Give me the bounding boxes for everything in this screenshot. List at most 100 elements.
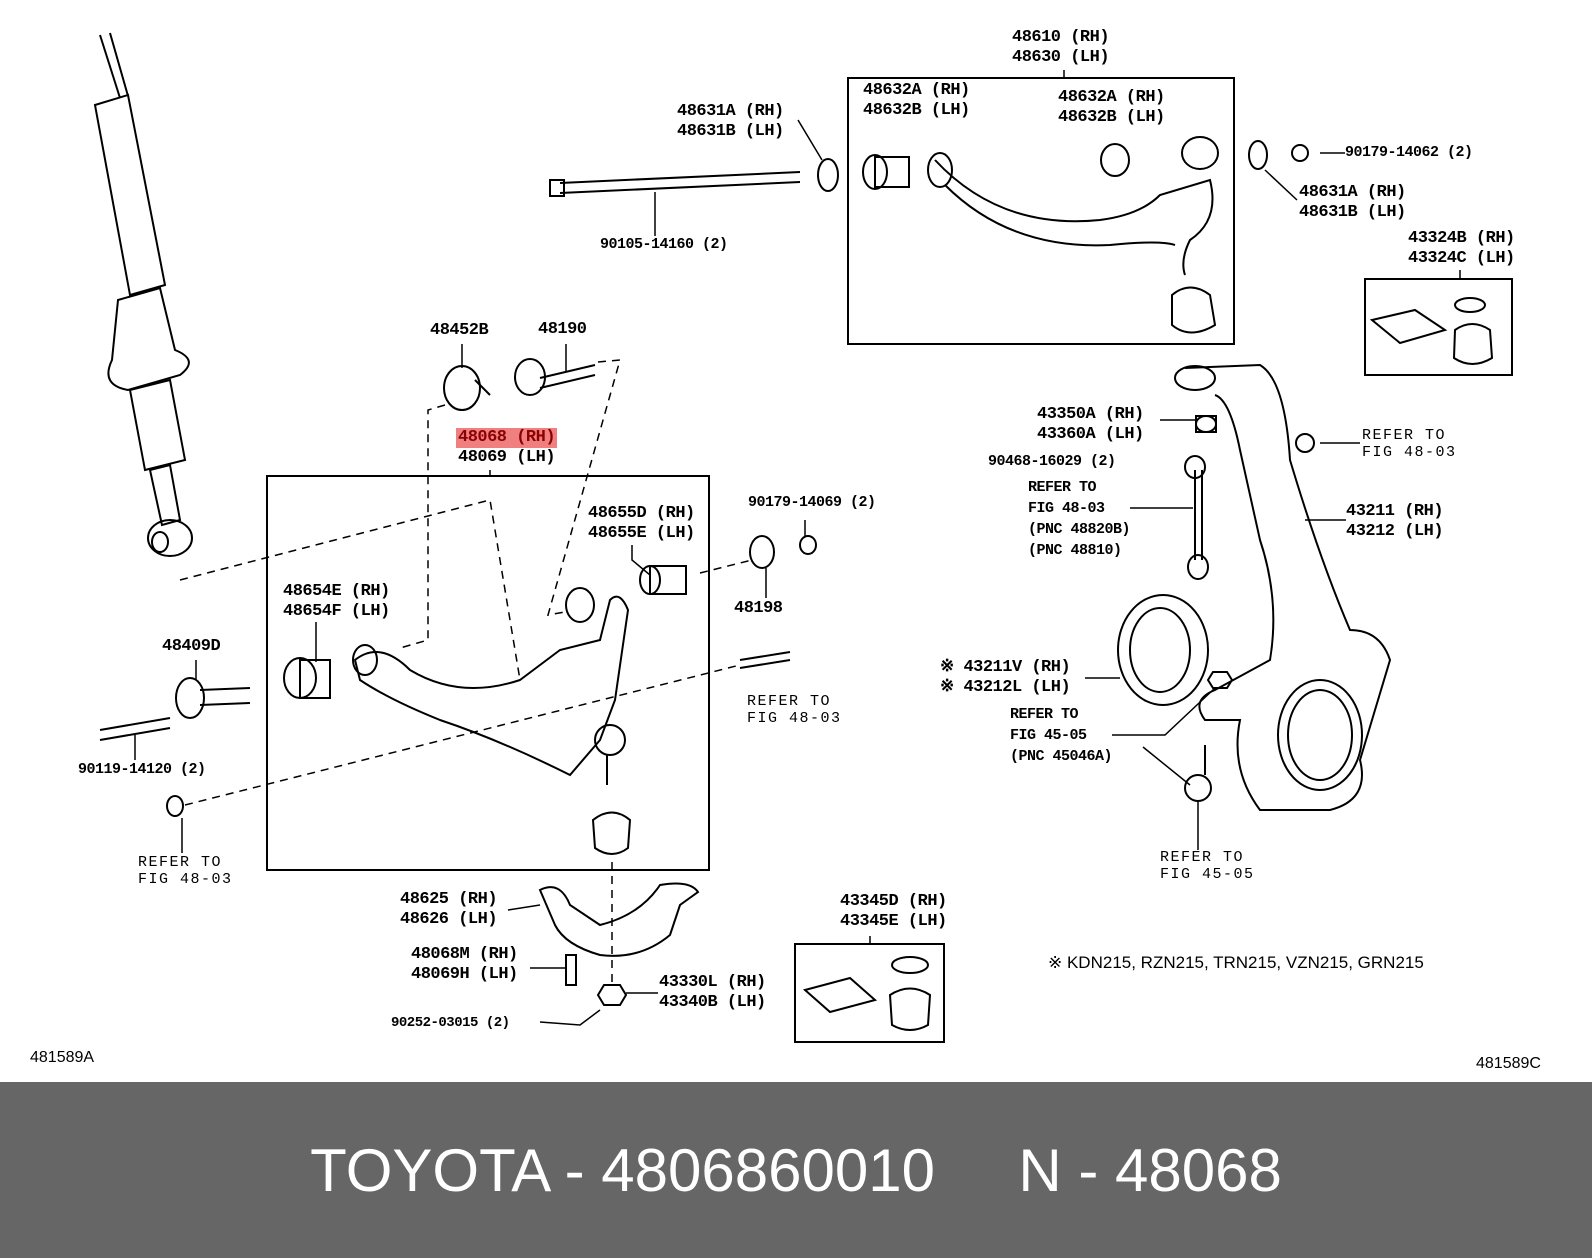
part-number: 43345D (RH): [840, 892, 947, 911]
label-bolt-upper: 90105-14160 (2): [600, 235, 728, 255]
label-cam-plate-upper-right: 48631A (RH)48631B (LH): [1299, 183, 1406, 223]
label-refer-45-05-a[interactable]: REFER TO FIG 45-05 (PNC 45046A): [1010, 704, 1113, 767]
figure-code-right: 481589C: [1476, 1055, 1541, 1072]
part-number: ※ 43211V (RH): [940, 658, 1071, 677]
refer-link[interactable]: FIG 45-05: [1160, 866, 1255, 883]
label-ball-joint: 48625 (RH)48626 (LH): [400, 890, 498, 930]
part-number: 48452B: [430, 321, 489, 340]
label-ball-joint-nut: 43330L (RH)43340B (LH): [659, 973, 766, 1013]
refer-link[interactable]: FIG 48-03: [1028, 500, 1105, 517]
upper-boot-kit-box: [1364, 278, 1513, 376]
refer-link[interactable]: FIG 45-05: [1010, 727, 1087, 744]
upper-arm-drawing: [549, 136, 1309, 334]
label-upper-bushing-front: 48632A (RH)48632B (LH): [863, 81, 970, 121]
refer-text: REFER TO: [1160, 849, 1245, 866]
label-cam-plate-upper-left: 48631A (RH)48631B (LH): [677, 102, 784, 142]
part-number: 48069 (LH): [458, 448, 556, 467]
exploded-parts-drawing: [93, 32, 1513, 1043]
part-number: 48625 (RH): [400, 890, 498, 909]
label-cam-plate-rear: 48198: [734, 599, 783, 619]
refer-text: REFER TO: [1028, 479, 1097, 496]
part-number: 48409D: [162, 637, 221, 656]
part-number: 48068M (RH): [411, 945, 518, 964]
pnc-text: (PNC 45046A): [1010, 748, 1113, 765]
label-cotter-pin: 90252-03015 (2): [391, 1013, 510, 1033]
label-boot-kit-upper: 43324B (RH)43324C (LH): [1408, 229, 1515, 269]
part-number: 43324B (RH): [1408, 229, 1515, 248]
part-number: 90252-03015 (2): [391, 1015, 510, 1031]
label-boot-kit-lower: 43345D (RH)43345E (LH): [840, 892, 947, 932]
highlighted-part-number[interactable]: 48068 (RH): [456, 428, 558, 448]
label-lower-bushing-rear: 48655D (RH)48655E (LH): [588, 504, 695, 544]
part-number: 48654E (RH): [283, 582, 390, 601]
part-number: 48631A (RH): [1299, 183, 1406, 202]
part-number: 48631A (RH): [677, 102, 784, 121]
part-number: 90468-16029 (2): [988, 453, 1116, 470]
refer-link[interactable]: FIG 48-03: [138, 871, 233, 888]
refer-text: REFER TO: [747, 693, 832, 710]
label-clip: 90468-16029 (2): [988, 452, 1116, 472]
lower-arm-drawing: [99, 358, 817, 855]
ball-joint-drawing: [538, 882, 700, 957]
part-number: 43330L (RH): [659, 973, 766, 992]
part-number: 43211 (RH): [1346, 502, 1444, 521]
part-number: 48610 (RH): [1012, 28, 1110, 47]
part-number: 48630 (LH): [1012, 48, 1110, 67]
part-number: 43360A (LH): [1037, 425, 1144, 444]
label-lower-bushing-front: 48654E (RH)48654F (LH): [283, 582, 390, 622]
refer-text: REFER TO: [1010, 706, 1079, 723]
footer-banner: TOYOTA - 4806860010 N - 48068: [0, 1082, 1592, 1258]
label-cam-plate-front: 48409D: [162, 637, 221, 657]
part-number: 43350A (RH): [1037, 405, 1144, 424]
upper-arm-group-box: [847, 77, 1235, 345]
label-nut-upper: 90179-14062 (2): [1345, 143, 1473, 163]
part-number: 48655E (LH): [588, 524, 695, 543]
part-number: 48069H (LH): [411, 965, 518, 984]
part-number: 43345E (LH): [840, 912, 947, 931]
steering-knuckle-drawing: [1117, 363, 1392, 811]
label-nut-lower: 90179-14069 (2): [748, 493, 876, 513]
dashed-install-lines: [179, 359, 753, 985]
part-number: 48631B (LH): [1299, 203, 1406, 222]
part-number: 90179-14069 (2): [748, 494, 876, 511]
refer-link[interactable]: FIG 48-03: [747, 710, 842, 727]
refer-link[interactable]: FIG 48-03: [1362, 444, 1457, 461]
label-cam-plate-lower: 48452B: [430, 321, 489, 341]
label-stopper: 43350A (RH)43360A (LH): [1037, 405, 1144, 445]
part-number: 48198: [734, 599, 783, 618]
shock-absorber-drawing: [93, 32, 193, 557]
part-number: 48654F (LH): [283, 602, 390, 621]
part-number: ※ 43212L (LH): [940, 678, 1071, 697]
label-upper-arm: 48610 (RH)48630 (LH): [1012, 28, 1110, 68]
part-number: 43340B (LH): [659, 993, 766, 1012]
part-number: 48632B (LH): [863, 101, 970, 120]
part-number: 43212 (LH): [1346, 522, 1444, 541]
label-ball-joint-bolt: 48068M (RH)48069H (LH): [411, 945, 518, 985]
label-stabilizer-link[interactable]: REFER TO FIG 48-03 (PNC 48820B) (PNC 48810): [1028, 477, 1131, 561]
label-knuckle: 43211 (RH)43212 (LH): [1346, 502, 1444, 542]
label-dust-deflector: ※ 43211V (RH)※ 43212L (LH): [940, 658, 1071, 698]
part-number: 90119-14120 (2): [78, 761, 206, 778]
leader-lines: [134, 70, 1461, 1026]
part-number: 90179-14062 (2): [1345, 144, 1473, 161]
part-number: 48190: [538, 320, 587, 339]
label-cam-bolt: 48190: [538, 320, 587, 340]
applicability-note: ※ KDN215, RZN215, TRN215, VZN215, GRN215: [1048, 953, 1424, 972]
label-bolt-lower: 90119-14120 (2): [78, 760, 206, 780]
pnc-text: (PNC 48820B): [1028, 521, 1131, 538]
figure-code-left: 481589A: [30, 1049, 95, 1066]
pnc-text: (PNC 48810): [1028, 542, 1122, 559]
footer-part-title: TOYOTA - 4806860010 N - 48068: [310, 1136, 1282, 1204]
label-lower-arm-highlighted[interactable]: 48068 (RH)48069 (LH): [456, 428, 558, 468]
part-number: 48626 (LH): [400, 910, 498, 929]
part-number: 90105-14160 (2): [600, 236, 728, 253]
refer-text: REFER TO: [1362, 427, 1447, 444]
part-number: 48632A (RH): [1058, 88, 1165, 107]
part-number: 48632A (RH): [863, 81, 970, 100]
label-upper-bushing-rear: 48632A (RH)48632B (LH): [1058, 88, 1165, 128]
